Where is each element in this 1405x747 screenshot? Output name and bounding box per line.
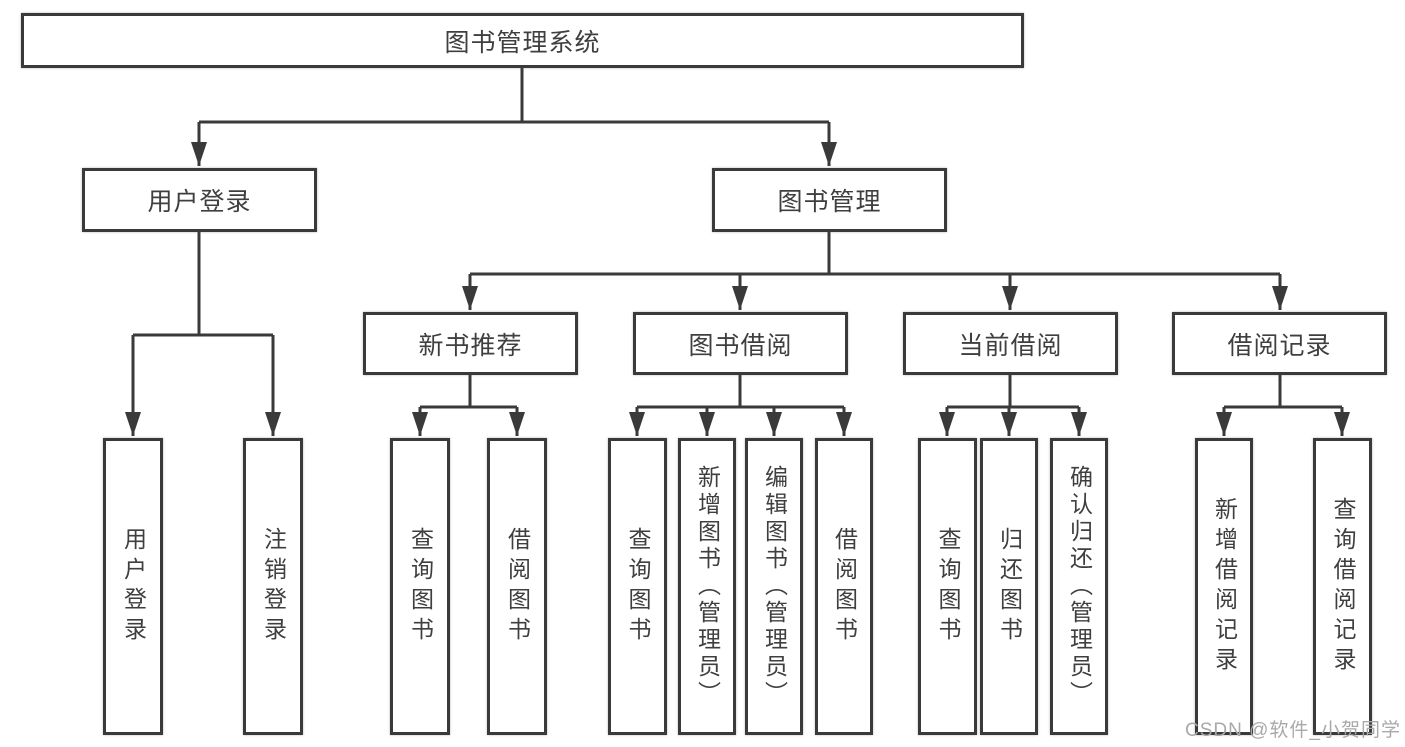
leaf-user-login: 用户登录: [103, 438, 163, 735]
node-book-borrowing: 图书借阅: [633, 312, 848, 375]
leaf-query-books-recommend-label: 查询图书: [407, 526, 434, 647]
leaf-query-books-current-label: 查询图书: [935, 526, 961, 647]
leaf-confirm-return-admin-label: 确认归还（管理员）: [1066, 465, 1093, 708]
leaf-return-books-label: 归还图书: [996, 526, 1023, 647]
node-new-book-recommend: 新书推荐: [363, 312, 578, 375]
node-root: 图书管理系统: [21, 13, 1024, 68]
leaf-add-book-admin-label: 新增图书（管理员）: [694, 465, 721, 708]
leaf-edit-book-admin: 编辑图书（管理员）: [745, 438, 803, 735]
leaf-query-borrow-record-label: 查询借阅记录: [1330, 496, 1356, 677]
node-book-borrowing-label: 图书借阅: [688, 331, 793, 360]
node-current-borrowing: 当前借阅: [903, 312, 1118, 375]
node-new-book-recommend-label: 新书推荐: [418, 331, 523, 360]
leaf-query-books-borrowing: 查询图书: [608, 438, 667, 735]
node-book-management: 图书管理: [712, 168, 947, 232]
leaf-query-books-borrowing-label: 查询图书: [625, 526, 651, 647]
leaf-edit-book-admin-label: 编辑图书（管理员）: [761, 465, 788, 708]
node-book-management-label: 图书管理: [777, 188, 882, 216]
leaf-return-books: 归还图书: [980, 438, 1038, 735]
node-borrowing-records-label: 借阅记录: [1227, 331, 1332, 360]
leaf-query-borrow-record: 查询借阅记录: [1313, 438, 1372, 735]
leaf-add-borrow-record: 新增借阅记录: [1195, 438, 1253, 735]
leaf-logout: 注销登录: [243, 438, 303, 735]
leaf-add-borrow-record-label: 新增借阅记录: [1211, 496, 1238, 677]
leaf-logout-label: 注销登录: [260, 526, 287, 647]
leaf-add-book-admin: 新增图书（管理员）: [678, 438, 736, 735]
watermark-text: CSDN @软件_小贺同学: [1185, 720, 1401, 741]
node-borrowing-records: 借阅记录: [1172, 312, 1387, 375]
leaf-query-books-recommend: 查询图书: [390, 438, 450, 735]
node-user-login: 用户登录: [82, 168, 317, 232]
leaf-borrow-books-borrowing-label: 借阅图书: [831, 526, 858, 647]
leaf-borrow-books-recommend-label: 借阅图书: [504, 526, 531, 647]
leaf-borrow-books-recommend: 借阅图书: [487, 438, 547, 735]
node-root-label: 图书管理系统: [444, 28, 601, 57]
leaf-confirm-return-admin: 确认归还（管理员）: [1050, 438, 1108, 735]
leaf-user-login-label: 用户登录: [120, 526, 147, 647]
node-user-login-label: 用户登录: [147, 188, 252, 216]
leaf-query-books-current: 查询图书: [918, 438, 977, 735]
leaf-borrow-books-borrowing: 借阅图书: [815, 438, 873, 735]
node-current-borrowing-label: 当前借阅: [958, 331, 1063, 360]
